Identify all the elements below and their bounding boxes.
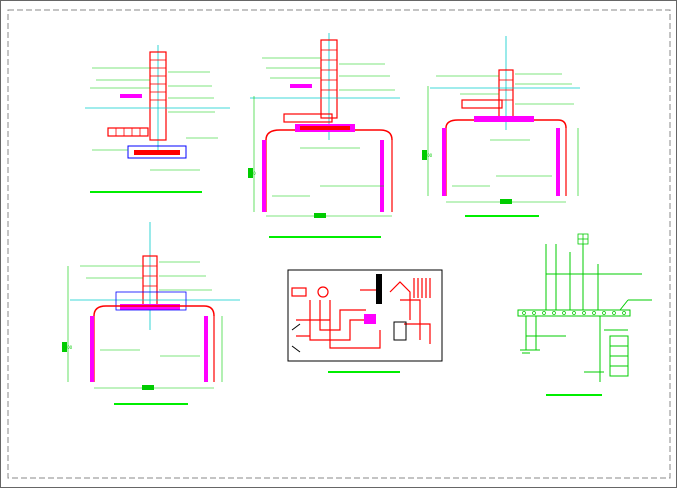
- d3-height-label: 1200: [422, 153, 433, 158]
- detail-6-grounding-diagram: [517, 233, 652, 396]
- d4-width-label: 2400: [144, 385, 155, 390]
- d3-width-label: 2400: [502, 199, 513, 204]
- detail-3-foundation-section: 2400 1200: [422, 36, 580, 217]
- detail-4-foundation-section: 2400 1200: [62, 222, 240, 405]
- detail-1-foundation-section: [85, 45, 230, 193]
- detail-5-wiring-schematic: [287, 269, 443, 373]
- detail-2-foundation-section: 2400 900: [248, 33, 400, 238]
- d2-width-label: 2400: [316, 213, 327, 218]
- d2-height-label: 900: [248, 171, 256, 176]
- d4-height-label: 1200: [62, 345, 73, 350]
- drawing-frame: [7, 9, 671, 479]
